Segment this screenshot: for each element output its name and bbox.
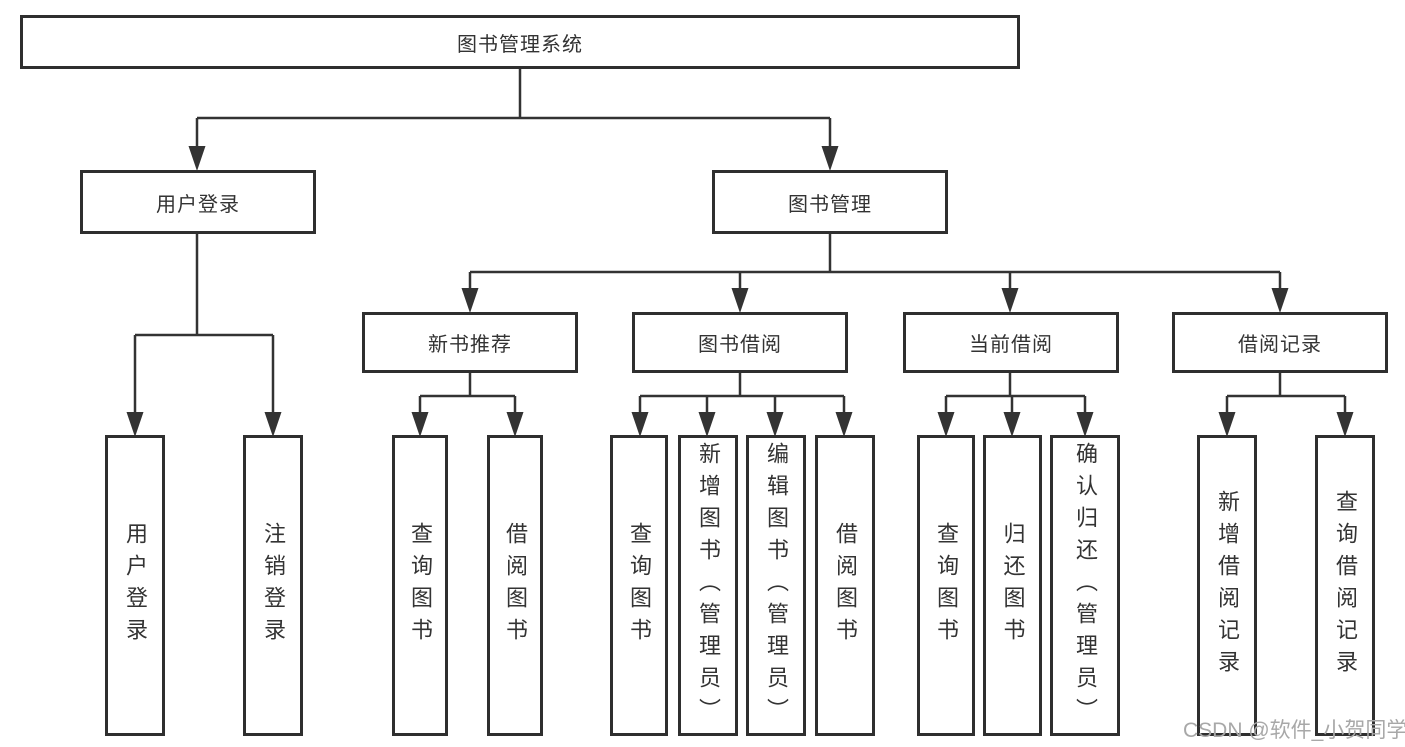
leaf-query-borrow-record-label: 查询借阅记录	[1333, 489, 1358, 682]
leaf-logout: 注销登录	[243, 435, 303, 736]
leaf-confirm-return-admin: 确认归还（管理员）	[1050, 435, 1120, 736]
leaf-borrow-books: 借阅图书	[815, 435, 875, 736]
node-borrow-records: 借阅记录	[1172, 312, 1388, 373]
leaf-edit-books-admin: 编辑图书（管理员）	[746, 435, 806, 736]
leaf-add-books-admin-label: 新增图书（管理员）	[696, 441, 721, 730]
node-book-management: 图书管理	[712, 170, 948, 234]
leaf-confirm-return-admin-label: 确认归还（管理员）	[1073, 441, 1098, 730]
leaf-borrow-books: 借阅图书	[487, 435, 543, 736]
leaf-user-login: 用户登录	[105, 435, 165, 736]
csdn-watermark: CSDN @软件_小贺同学	[1183, 719, 1405, 742]
leaf-query-books-label: 查询图书	[408, 521, 433, 650]
node-book-borrowing-label: 图书借阅	[698, 334, 782, 356]
leaf-borrow-books-label: 借阅图书	[833, 521, 858, 650]
node-user-login: 用户登录	[80, 170, 316, 234]
leaf-query-books: 查询图书	[917, 435, 975, 736]
leaf-borrow-books-label: 借阅图书	[503, 521, 528, 650]
leaf-query-books-label: 查询图书	[934, 521, 959, 650]
node-current-borrowing: 当前借阅	[903, 312, 1119, 373]
node-root: 图书管理系统	[20, 15, 1020, 69]
leaf-add-borrow-record: 新增借阅记录	[1197, 435, 1257, 736]
arrowheads	[126, 146, 1354, 437]
leaf-query-books: 查询图书	[610, 435, 668, 736]
node-new-book-recommend: 新书推荐	[362, 312, 578, 373]
node-current-borrowing-label: 当前借阅	[969, 334, 1053, 356]
leaf-query-books-label: 查询图书	[627, 521, 652, 650]
node-borrow-records-label: 借阅记录	[1238, 334, 1322, 356]
leaf-query-borrow-record: 查询借阅记录	[1315, 435, 1375, 736]
leaf-return-books: 归还图书	[983, 435, 1042, 736]
leaf-edit-books-admin-label: 编辑图书（管理员）	[764, 441, 789, 730]
node-book-borrowing: 图书借阅	[632, 312, 848, 373]
node-root-label: 图书管理系统	[457, 33, 583, 56]
node-new-book-recommend-label: 新书推荐	[428, 334, 512, 356]
leaf-query-books: 查询图书	[392, 435, 448, 736]
node-book-management-label: 图书管理	[788, 193, 872, 216]
leaf-logout-label: 注销登录	[261, 521, 286, 650]
node-user-login-label: 用户登录	[156, 193, 240, 216]
leaf-add-borrow-record-label: 新增借阅记录	[1215, 489, 1240, 682]
leaf-add-books-admin: 新增图书（管理员）	[678, 435, 738, 736]
leaf-user-login-label: 用户登录	[123, 521, 148, 650]
leaf-return-books-label: 归还图书	[1000, 521, 1026, 650]
